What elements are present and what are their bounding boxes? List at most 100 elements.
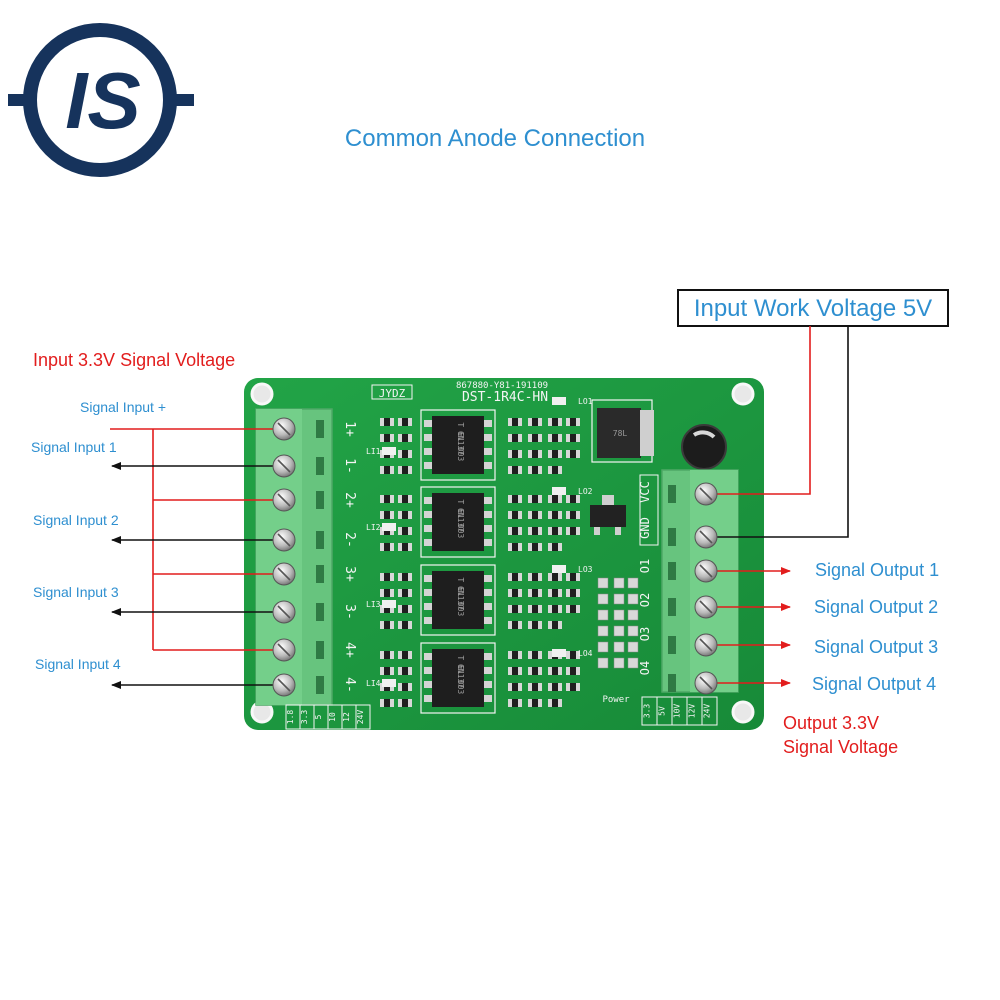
smd-resistor: [508, 651, 522, 659]
right-pin-label: GND: [638, 517, 652, 539]
output-led: [552, 565, 566, 573]
smd-resistor: [380, 511, 394, 519]
volt-table-cell: 10V: [673, 704, 682, 719]
smd-resistor: [398, 466, 412, 474]
chip-marking: 6N137: [456, 431, 465, 455]
smd-resistor: [398, 651, 412, 659]
chip-marking: 003: [456, 447, 465, 462]
output-wiring: [706, 326, 849, 687]
terminal-screw: [694, 525, 718, 549]
smd-resistor: [380, 605, 394, 613]
chip-marking: 003: [456, 602, 465, 617]
volt-table-cell: 5: [314, 714, 323, 719]
label-signal-input-1: Signal Input 1: [31, 439, 117, 455]
terminal-slot: [668, 674, 676, 692]
smd-resistor: [380, 418, 394, 426]
label-signal-input-plus: Signal Input +: [80, 399, 166, 415]
chip-marking: 6N137: [456, 664, 465, 688]
left-pin-label: 1-: [342, 458, 357, 474]
smd-pad: [627, 625, 639, 637]
chip-marking: 6N137: [456, 508, 465, 532]
smd-resistor: [528, 589, 542, 597]
label-signal-output-1: Signal Output 1: [815, 560, 939, 580]
smd-resistor: [566, 450, 580, 458]
power-label: Power: [602, 695, 630, 705]
smd-pad: [597, 577, 609, 589]
smd-resistor: [508, 434, 522, 442]
power-pin-box: [639, 474, 659, 546]
volt-table-cell: 5V: [658, 706, 667, 716]
right-pin-label: O4: [638, 661, 652, 675]
smd-resistor: [548, 495, 562, 503]
input-led-label: LI3: [366, 600, 381, 609]
smd-resistor: [380, 543, 394, 551]
output-led-label: LO4: [578, 649, 593, 658]
left-pin-label: 3+: [342, 566, 357, 582]
smd-resistor: [566, 418, 580, 426]
terminal-slot: [316, 676, 324, 694]
label-signal-input-4: Signal Input 4: [35, 656, 121, 672]
smd-resistor: [508, 511, 522, 519]
terminal-slot: [316, 603, 324, 621]
terminal-screw: [272, 454, 296, 478]
smd-pad: [613, 609, 625, 621]
smd-resistor: [398, 418, 412, 426]
terminal-screw: [694, 559, 718, 583]
smd-resistor: [398, 511, 412, 519]
smd-resistor: [528, 450, 542, 458]
smd-resistor: [508, 495, 522, 503]
smd-resistor: [548, 527, 562, 535]
smd-resistor: [548, 605, 562, 613]
smd-resistor: [508, 543, 522, 551]
capacitor: [681, 424, 727, 470]
left-pin-label: 3-: [342, 604, 357, 620]
smd-resistor: [528, 667, 542, 675]
smd-resistor: [548, 667, 562, 675]
smd-resistor: [528, 466, 542, 474]
smd-resistor: [548, 511, 562, 519]
smd-resistor: [566, 667, 580, 675]
right-pin-label: VCC: [638, 481, 652, 503]
right-terminal-screws: [694, 482, 718, 695]
smd-resistor: [528, 495, 542, 503]
terminal-slot: [316, 420, 324, 438]
terminal-slot: [316, 457, 324, 475]
board-model: DST-1R4C-HN: [462, 390, 548, 405]
smd-resistor: [548, 699, 562, 707]
smd-resistor: [548, 683, 562, 691]
smd-resistor: [398, 434, 412, 442]
volt-table-cell: 3.3: [643, 704, 652, 719]
smd-resistor: [528, 605, 542, 613]
smd-resistor: [528, 543, 542, 551]
smd-resistor: [398, 683, 412, 691]
smd-resistor: [548, 589, 562, 597]
smd-resistor: [398, 699, 412, 707]
chip-marking: 6N137: [456, 586, 465, 610]
right-pin-label: O2: [638, 593, 652, 607]
smd-resistor: [566, 511, 580, 519]
voltage-regulator: 78L: [591, 399, 654, 463]
terminal-slot: [668, 485, 676, 503]
left-terminal-block: [255, 408, 333, 706]
label-signal-output-2: Signal Output 2: [814, 597, 938, 617]
smd-resistor: [380, 621, 394, 629]
volt-table-cell: 3.3: [300, 710, 309, 725]
volt-table-cell: 1.8: [286, 710, 295, 725]
smd-resistor: [508, 589, 522, 597]
left-pin-label: 4-: [342, 677, 357, 693]
terminal-screw: [272, 488, 296, 512]
chip-marking: T EL: [456, 499, 465, 518]
smd-resistor: [508, 450, 522, 458]
smd-resistor: [380, 466, 394, 474]
smd-resistor: [548, 418, 562, 426]
volt-table-cell: 24V: [356, 710, 365, 725]
input-led: [382, 600, 396, 608]
smd-pad: [613, 641, 625, 653]
output-led-label: LO3: [578, 565, 593, 574]
terminal-screw: [694, 671, 718, 695]
smd-resistor: [566, 495, 580, 503]
smd-components: [380, 418, 639, 707]
